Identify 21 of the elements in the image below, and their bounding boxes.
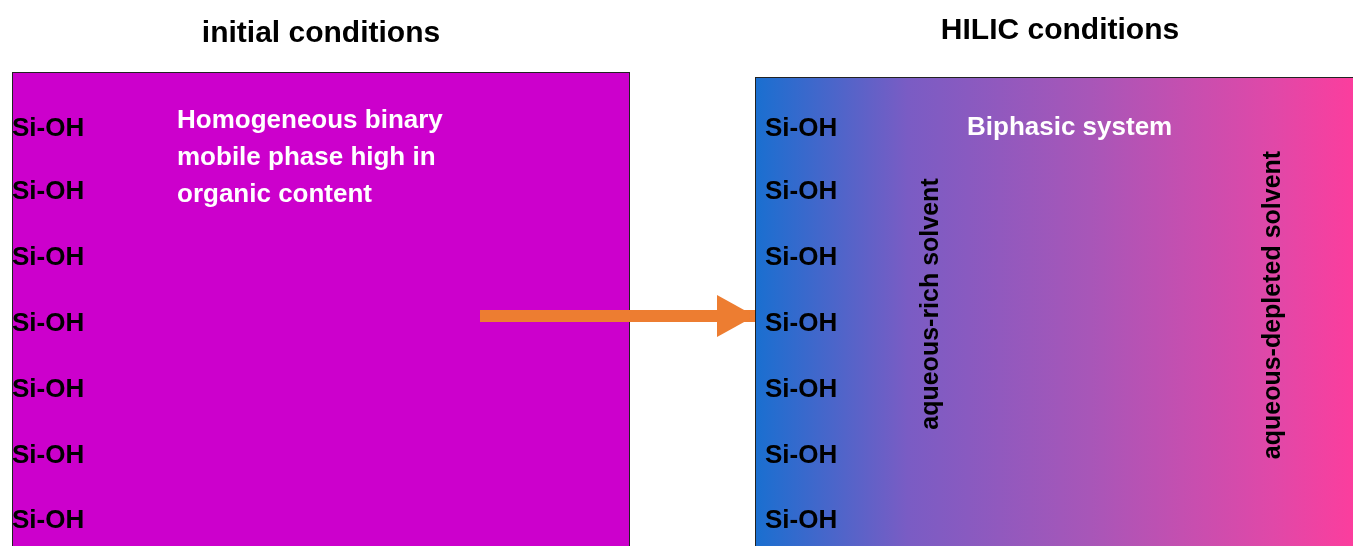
silanol-label: Si-OH xyxy=(765,503,838,535)
silanol-label: Si-OH xyxy=(12,503,85,535)
silanol-label: Si-OH xyxy=(765,438,838,470)
panel-description: Homogeneous binary mobile phase high in organic content xyxy=(177,103,444,210)
silanol-label: Si-OH xyxy=(12,111,85,143)
silanol-label: Si-OH xyxy=(765,174,838,206)
vertical-label: aqueous-depleted solvent xyxy=(1256,150,1286,460)
vertical-label: aqueous-rich solvent xyxy=(914,178,944,430)
silanol-label: Si-OH xyxy=(12,174,85,206)
panel-heading: initial conditions xyxy=(201,15,441,49)
panel-heading: HILIC conditions xyxy=(940,12,1180,46)
silanol-label: Si-OH xyxy=(765,306,838,338)
silanol-label: Si-OH xyxy=(765,111,838,143)
silanol-label: Si-OH xyxy=(765,372,838,404)
arrow xyxy=(480,295,755,337)
silanol-label: Si-OH xyxy=(12,372,85,404)
silanol-label: Si-OH xyxy=(12,438,85,470)
silanol-label: Si-OH xyxy=(12,306,85,338)
panel-description: Biphasic system xyxy=(967,110,1173,143)
silanol-label: Si-OH xyxy=(12,240,85,272)
silanol-label: Si-OH xyxy=(765,240,838,272)
